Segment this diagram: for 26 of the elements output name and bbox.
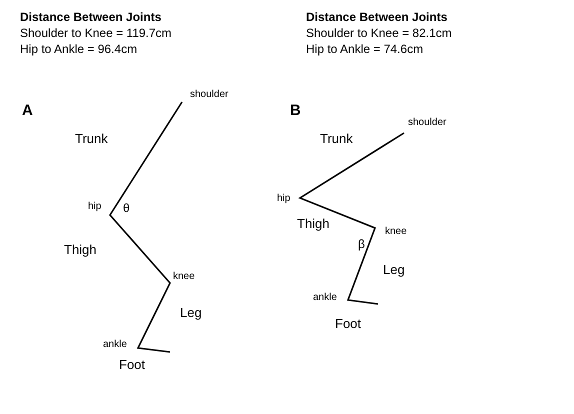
measurement-text: Shoulder to Knee = 119.7cm <box>20 27 172 41</box>
joint-label: ankle <box>313 292 337 304</box>
segment-label: Foot <box>119 358 146 373</box>
joint-label: shoulder <box>190 89 228 100</box>
joint-label: ankle <box>103 339 127 350</box>
joint-label: hip <box>88 201 102 212</box>
angle-label: θ <box>123 202 130 216</box>
joint-label: hip <box>277 193 290 204</box>
segment-label: Thigh <box>64 243 97 258</box>
joint-label: knee <box>385 226 407 238</box>
measurement-text: Shoulder to Knee = 82.1cm <box>306 27 452 41</box>
segment-label: Trunk <box>320 132 353 147</box>
segment-label: Leg <box>180 306 202 321</box>
segment-label: Foot <box>335 317 362 332</box>
heading: Distance Between Joints <box>306 11 448 25</box>
joint-label: knee <box>173 271 195 282</box>
angle-label: β <box>358 238 365 252</box>
segment-label: Trunk <box>75 132 108 147</box>
panel-label: B <box>290 102 301 120</box>
heading: Distance Between Joints <box>20 11 162 25</box>
joint-label: shoulder <box>408 117 446 128</box>
panel-label: A <box>22 102 33 120</box>
segment-label: Leg <box>383 263 405 278</box>
measurement-text: Hip to Ankle = 74.6cm <box>306 43 424 57</box>
segment-label: Thigh <box>297 217 330 232</box>
measurement-text: Hip to Ankle = 96.4cm <box>20 43 138 57</box>
